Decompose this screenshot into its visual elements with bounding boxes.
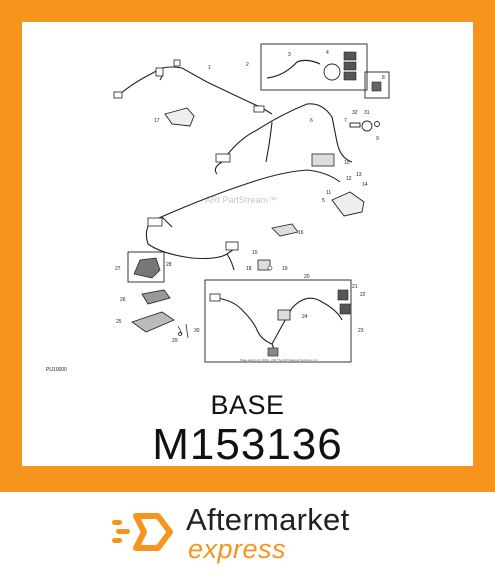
brand-footer: Aftermarket express xyxy=(0,492,495,575)
callout-15: 15 xyxy=(252,250,258,256)
callout-30: 30 xyxy=(194,328,200,334)
callout-21: 21 xyxy=(352,284,358,290)
callout-7: 7 xyxy=(344,118,347,124)
callout-26: 26 xyxy=(120,297,126,303)
copyright-text: Page design (c) 2004 - 2017 by ARI Netwo… xyxy=(240,358,318,362)
callout-14: 14 xyxy=(362,182,368,188)
product-panel: ARI PartStream™ xyxy=(22,22,473,469)
detail-box-2 xyxy=(260,43,368,91)
callout-32: 32 xyxy=(352,110,358,116)
lower-harness xyxy=(145,169,341,271)
fastener-parts xyxy=(349,120,380,132)
callout-29: 29 xyxy=(172,338,178,344)
bracket-17 xyxy=(164,107,195,127)
callout-25: 25 xyxy=(116,319,122,325)
upper-harness xyxy=(113,66,273,115)
callout-16: 16 xyxy=(298,230,304,236)
callout-11: 11 xyxy=(326,190,331,196)
detail-box-27 xyxy=(127,251,165,283)
callout-4: 4 xyxy=(326,50,329,56)
callout-5: 5 xyxy=(322,198,325,204)
detail-box-23 xyxy=(204,279,352,363)
callout-6: 6 xyxy=(310,118,313,124)
callout-22: 22 xyxy=(360,292,366,298)
callout-27: 27 xyxy=(115,266,121,272)
callout-1: 1 xyxy=(208,65,211,71)
callout-24: 24 xyxy=(302,314,308,320)
callout-18: 18 xyxy=(246,266,252,272)
callout-12: 12 xyxy=(346,176,352,182)
middle-harness xyxy=(214,103,353,175)
callout-31: 31 xyxy=(364,110,370,116)
callout-labels: 1 2 3 4 5 6 7 8 9 10 11 12 13 14 15 16 1… xyxy=(115,50,385,344)
callout-3: 3 xyxy=(288,52,291,58)
callout-17: 17 xyxy=(154,118,160,124)
callout-23: 23 xyxy=(358,328,364,334)
callout-8: 8 xyxy=(382,75,385,81)
callout-19: 19 xyxy=(282,266,288,272)
parts-diagram: ARI PartStream™ xyxy=(46,43,390,373)
watermark-text: ARI PartStream™ xyxy=(205,195,277,205)
brand-tagline: express xyxy=(188,534,287,564)
part-name: BASE xyxy=(210,390,285,420)
callout-2: 2 xyxy=(246,62,249,68)
part-number: M153136 xyxy=(152,420,343,469)
callout-13: 13 xyxy=(356,172,362,178)
hexagon-speed-logo-icon xyxy=(112,513,173,551)
diagram-code: PU10000 xyxy=(46,367,67,373)
brand-name: Aftermarket xyxy=(186,502,350,537)
callout-9: 9 xyxy=(376,136,379,142)
callout-20: 20 xyxy=(304,274,310,280)
callout-28: 28 xyxy=(166,262,172,268)
callout-10: 10 xyxy=(344,160,350,166)
detail-box-8 xyxy=(364,71,390,99)
